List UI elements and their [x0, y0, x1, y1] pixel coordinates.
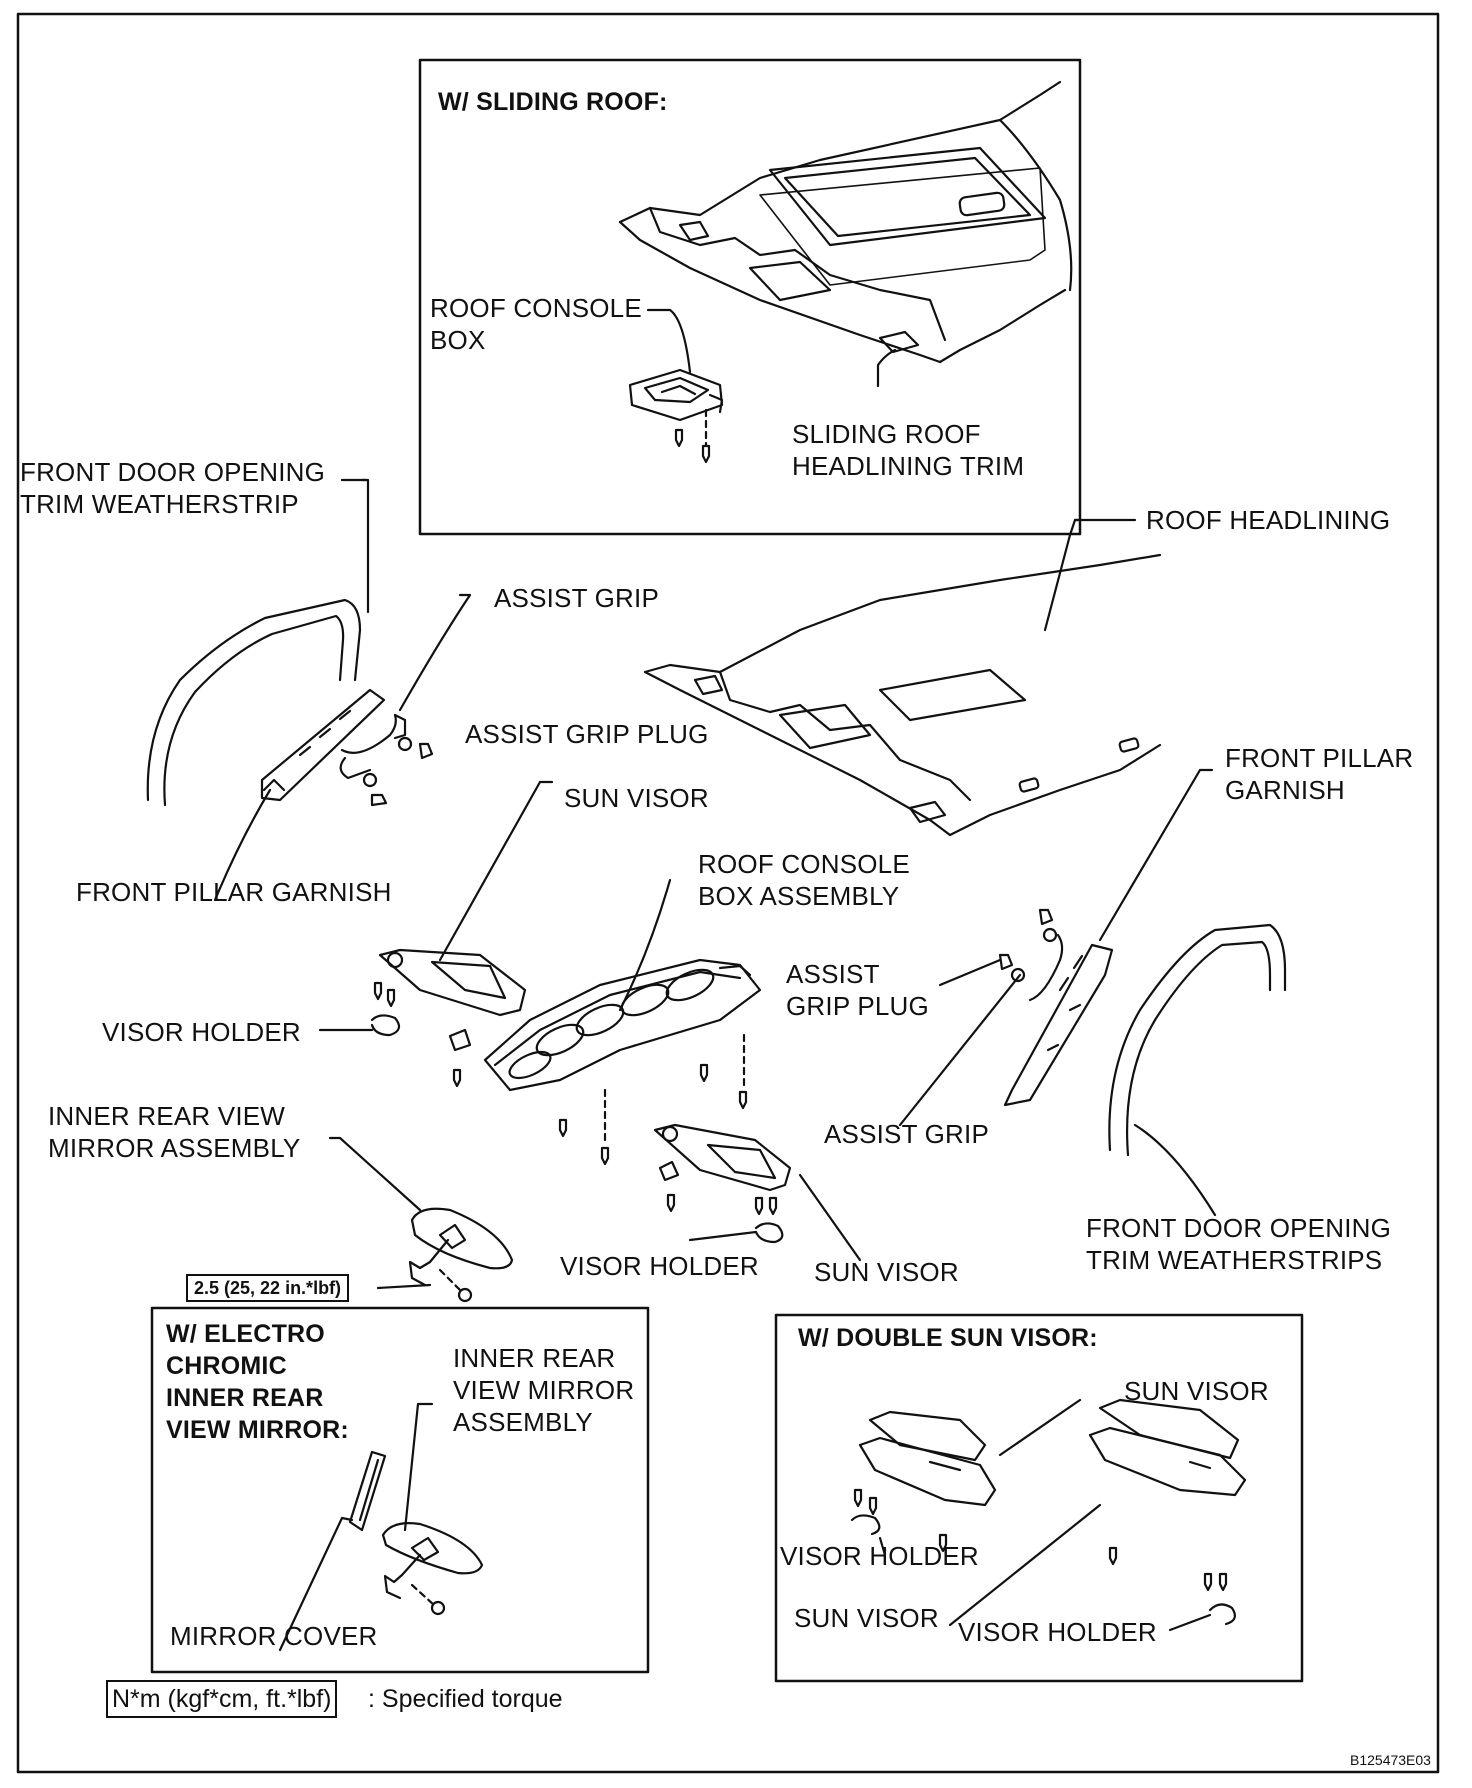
assist-grip-right-label: ASSIST GRIP [824, 1119, 989, 1149]
front-door-opening-trim-weatherstrips-label: FRONT DOOR OPENING TRIM WEATHERSTRIPS [1086, 1213, 1392, 1275]
double-sun-visor-inset-title: W/ DOUBLE SUN VISOR: [798, 1324, 1098, 1352]
assist-grip-top-label: ASSIST GRIP [494, 583, 659, 613]
inner-rear-view-mirror-assembly-label: INNER REAR VIEW MIRROR ASSEMBLY [48, 1101, 301, 1163]
electro-chromic-mirror-drawing [278, 1402, 484, 1652]
inset-sun-visor-upper-label: SUN VISOR [1124, 1376, 1269, 1406]
front-pillar-garnish-left-label: FRONT PILLAR GARNISH [76, 877, 392, 907]
left-door-weatherstrip-drawing [146, 478, 370, 807]
roof-console-box-drawing [628, 308, 897, 464]
outer-frame [16, 12, 1440, 1774]
inset-visor-holder-left-label: VISOR HOLDER [780, 1541, 979, 1571]
roof-console-box-assembly-drawing [483, 878, 762, 1166]
front-pillar-garnish-right-label: FRONT PILLAR GARNISH [1225, 743, 1414, 805]
inner-rear-view-mirror-drawing [328, 1136, 514, 1303]
sliding-roof-inset-title: W/ SLIDING ROOF: [438, 88, 668, 116]
inset-inner-rear-view-mirror-assembly-label: INNER REAR VIEW MIRROR ASSEMBLY [453, 1343, 635, 1437]
assist-grip-plug-left-label: ASSIST GRIP PLUG [465, 719, 709, 749]
roof-headlining-drawing [643, 518, 1162, 837]
sun-visor-bottom-label: SUN VISOR [814, 1257, 959, 1287]
roof-console-box-assembly-label: ROOF CONSOLE BOX ASSEMBLY [698, 849, 910, 911]
front-door-opening-trim-weatherstrip-label: FRONT DOOR OPENING TRIM WEATHERSTRIP [20, 457, 326, 519]
torque-spec-box: 2.5 (25, 22 in.*lbf) [186, 1274, 350, 1302]
sun-visor-lower-drawing [653, 1123, 862, 1262]
assist-grip-plug-right-label: ASSIST GRIP PLUG [786, 959, 929, 1021]
sliding-roof-inset-frame [418, 58, 1082, 536]
visor-holder-left-drawing [318, 981, 472, 1088]
double-sun-visor-inset-frame [774, 1313, 1304, 1683]
right-door-weatherstrip-drawing [1108, 923, 1287, 1217]
inset-visor-holder-right-label: VISOR HOLDER [958, 1617, 1157, 1647]
roof-headlining-label: ROOF HEADLINING [1146, 505, 1391, 535]
sun-visor-top-label: SUN VISOR [564, 783, 709, 813]
sun-visor-upper-drawing [378, 780, 554, 1017]
visor-holder-left-label: VISOR HOLDER [102, 1017, 301, 1047]
electro-chromic-inset-title: W/ ELECTRO CHROMIC INNER REAR VIEW MIRRO… [166, 1320, 349, 1444]
mirror-cover-label: MIRROR COVER [170, 1621, 378, 1651]
visor-holder-bottom-label: VISOR HOLDER [560, 1251, 759, 1281]
sliding-roof-headlining-trim-label: SLIDING ROOF HEADLINING TRIM [792, 419, 1025, 481]
roof-console-box-label: ROOF CONSOLE BOX [430, 293, 642, 355]
left-assist-grip-drawing [339, 593, 472, 807]
electro-chromic-inset-frame [150, 1306, 650, 1674]
figure-code: B125473E03 [1350, 1752, 1431, 1768]
right-pillar-garnish-drawing [898, 768, 1214, 1127]
torque-legend-text: : Specified torque [368, 1685, 563, 1713]
double-sun-visor-drawing [850, 1398, 1247, 1632]
sliding-roof-headliner-drawing [618, 80, 1073, 364]
left-pillar-garnish-drawing [213, 688, 386, 902]
torque-legend-box: N*m (kgf*cm, ft.*lbf) [106, 1680, 338, 1718]
inset-sun-visor-lower-label: SUN VISOR [794, 1603, 939, 1633]
